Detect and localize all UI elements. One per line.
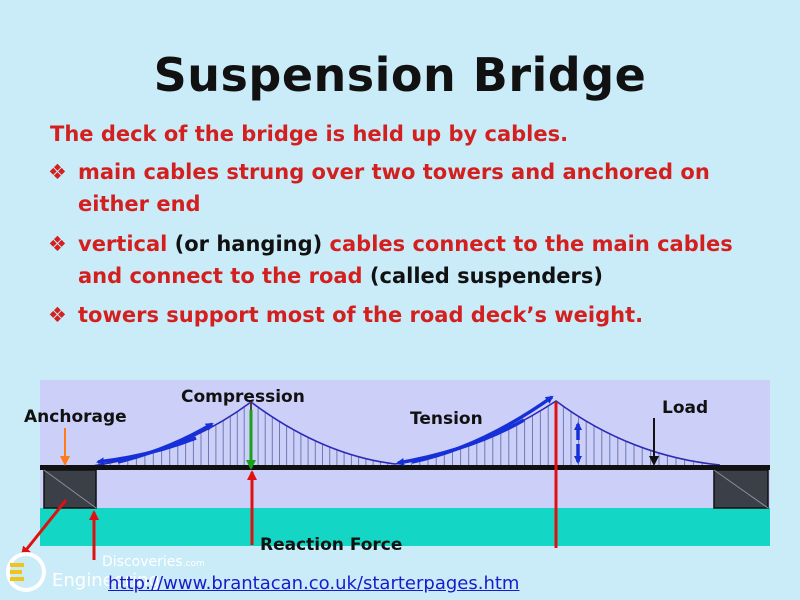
logo-engineering-text: Engineering <box>52 570 160 591</box>
bullet-2-red-2: cables connect to the main cables and co… <box>78 232 733 288</box>
label-tension: Tension <box>410 409 483 429</box>
bullet-3-text: towers support most of the road deck’s w… <box>78 303 644 327</box>
label-load: Load <box>662 398 708 418</box>
diamond-bullet-icon: ❖ <box>48 303 67 327</box>
bullet-2: ❖ vertical (or hanging) cables connect t… <box>48 228 768 292</box>
bullet-1-text: main cables strung over two towers and a… <box>78 160 710 216</box>
right-anchorage-block <box>713 469 769 509</box>
bullet-2-black-2: (called suspenders) <box>369 264 604 288</box>
anchor-reaction-arrow-down <box>20 499 68 557</box>
bullet-2-black-1: (or hanging) <box>174 232 330 256</box>
diamond-bullet-icon: ❖ <box>48 232 67 256</box>
tension-arrow-right-up <box>411 395 554 464</box>
source-link[interactable]: http://www.brantacan.co.uk/starterpages.… <box>108 573 520 594</box>
suspender-cables <box>109 406 703 465</box>
bullet-2-text: vertical (or hanging) cables connect to … <box>78 228 768 292</box>
bullet-2-red-1: vertical <box>78 232 175 256</box>
label-reaction-force: Reaction Force <box>260 535 402 555</box>
bullet-1: ❖ main cables strung over two towers and… <box>48 156 768 220</box>
engineering-discoveries-logo: Discoveries.com Engineering <box>6 550 236 596</box>
water <box>40 508 770 546</box>
label-anchorage: Anchorage <box>24 407 127 427</box>
bullet-3: ❖ towers support most of the road deck’s… <box>48 299 768 331</box>
slide-title: Suspension Bridge <box>153 48 647 102</box>
slide-lead: The deck of the bridge is held up by cab… <box>50 122 569 146</box>
logo-e-icon <box>6 552 46 592</box>
left-anchorage-block <box>43 469 97 509</box>
diamond-bullet-icon: ❖ <box>48 160 67 184</box>
logo-discoveries-text: Discoveries.com <box>102 554 205 570</box>
road-deck <box>40 465 770 470</box>
tension-arrow-left-up <box>117 422 214 464</box>
label-compression: Compression <box>181 387 305 407</box>
